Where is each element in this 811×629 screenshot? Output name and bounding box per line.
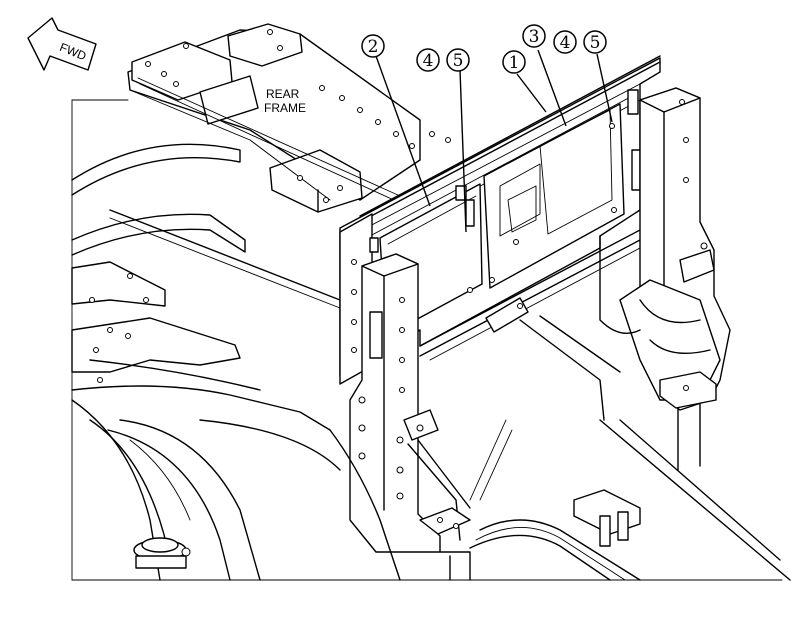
fwd-arrow: FWD (27, 17, 97, 71)
callout-3-number: 3 (529, 27, 540, 47)
callout-4-right: 4 (553, 30, 577, 54)
leader-lines (375, 49, 613, 233)
callout-1-number: 1 (509, 53, 520, 73)
rear-frame-label-line2: FRAME (264, 101, 306, 115)
rear-frame-label: REAR FRAME (264, 87, 306, 115)
rear-frame (71, 23, 451, 581)
callout-4-left-number: 4 (423, 51, 434, 71)
callout-5-left: 5 (446, 48, 470, 72)
callout-3: 3 (522, 24, 546, 48)
rear-frame-label-line1: REAR (266, 87, 300, 101)
right-post (519, 87, 731, 471)
left-post (349, 253, 471, 553)
callout-5-right: 5 (583, 30, 607, 54)
callout-5-left-number: 5 (453, 51, 464, 71)
callout-2: 2 (361, 34, 385, 58)
callout-2-number: 2 (368, 37, 379, 57)
callouts: 2 4 5 1 3 4 5 (361, 24, 607, 74)
callout-4-left: 4 (416, 48, 440, 72)
lower-parts (329, 419, 791, 581)
callout-4-right-number: 4 (560, 33, 571, 53)
callout-5-right-number: 5 (590, 33, 601, 53)
callout-1: 1 (502, 50, 526, 74)
